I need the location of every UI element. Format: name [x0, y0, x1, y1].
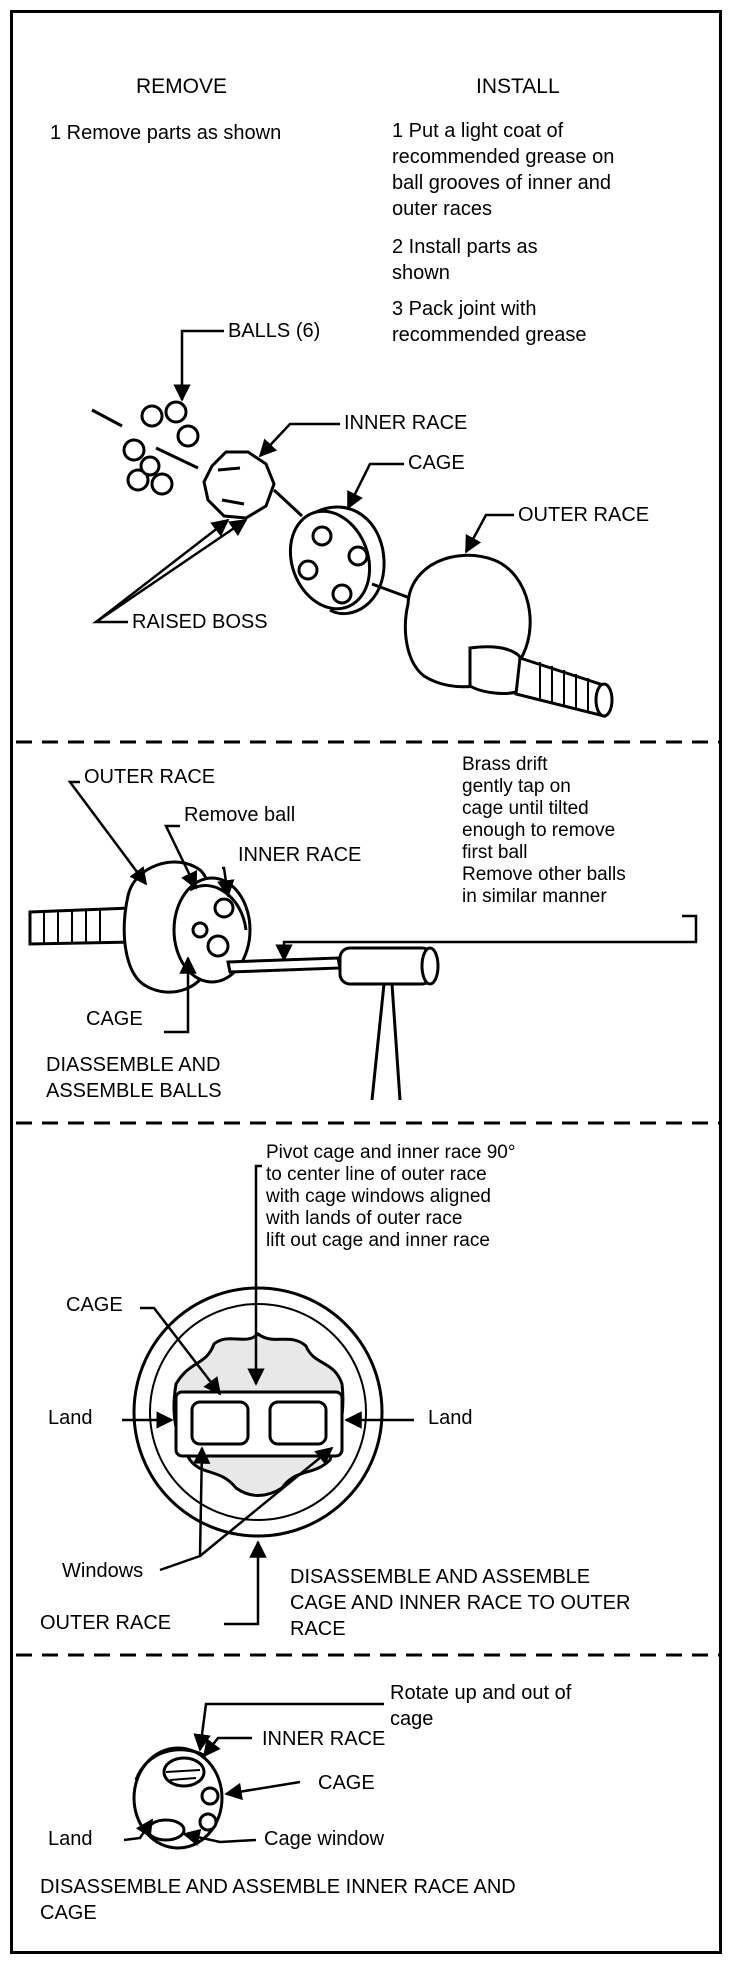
cage-part — [288, 505, 386, 616]
panel3-caption: DISASSEMBLE AND ASSEMBLE CAGE AND INNER … — [290, 1566, 631, 1640]
install-step-1: 1 Put a light coat of recommended grease… — [392, 120, 615, 220]
inner-race-label-2: INNER RACE — [238, 844, 362, 866]
panel2-caption: DIASSEMBLE AND ASSEMBLE BALLS — [46, 1054, 222, 1102]
outer-race-label: OUTER RACE — [518, 504, 650, 526]
section-dividers — [16, 740, 720, 1657]
panel2-leaders — [67, 780, 698, 1034]
panel4-leaders — [123, 1702, 384, 1846]
panel4-caption: DISASSEMBLE AND ASSEMBLE INNER RACE AND … — [40, 1876, 516, 1924]
cage-window-label: Cage window — [264, 1828, 385, 1850]
outer-race-label-2: OUTER RACE — [84, 766, 216, 788]
outer-race-part — [403, 553, 614, 718]
balls-label: BALLS (6) — [228, 320, 321, 342]
cage-outer-race-drawing — [132, 1286, 384, 1538]
land-left-label: Land — [48, 1407, 93, 1429]
brass-drift-note: Brass drift gently tap on cage until til… — [462, 754, 626, 907]
hammer — [338, 946, 440, 1101]
land-right-label: Land — [428, 1407, 473, 1429]
windows-label: Windows — [62, 1560, 144, 1582]
raised-boss-label: RAISED BOSS — [132, 611, 268, 633]
install-step-3: 3 Pack joint with recommended grease — [392, 298, 587, 346]
install-header: INSTALL — [476, 75, 560, 98]
rotate-note: Rotate up and out of cage — [390, 1682, 572, 1730]
cage-label: CAGE — [408, 452, 465, 474]
remove-step-1: 1 Remove parts as shown — [50, 122, 282, 144]
inner-race-label-4: INNER RACE — [262, 1728, 386, 1750]
remove-header: REMOVE — [136, 75, 228, 98]
cage-label-4: CAGE — [318, 1772, 375, 1794]
install-step-2: 2 Install parts as shown — [392, 236, 538, 284]
panel3-leaders — [122, 1164, 414, 1626]
outer-race-label-3: OUTER RACE — [40, 1612, 172, 1634]
diagram-frame — [10, 10, 722, 1954]
cage-label-2: CAGE — [86, 1008, 143, 1030]
cage-label-3: CAGE — [66, 1294, 123, 1316]
exploded-joint-drawing — [91, 400, 614, 718]
panel1-leaders — [91, 329, 514, 624]
land-label-4: Land — [48, 1828, 93, 1850]
balls-group — [122, 400, 200, 496]
inner-race-label: INNER RACE — [344, 412, 468, 434]
pivot-note: Pivot cage and inner race 90° to center … — [266, 1142, 516, 1251]
remove-ball-label: Remove ball — [184, 804, 296, 826]
inner-race-part — [202, 450, 304, 520]
inner-race-cage-drawing — [132, 1746, 224, 1850]
